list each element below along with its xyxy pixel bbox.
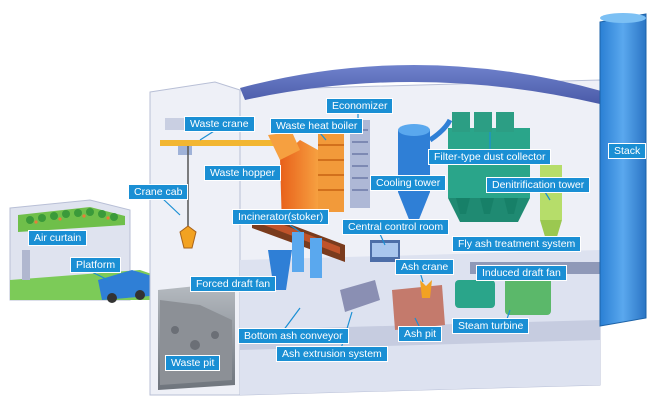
label-waste-crane: Waste crane	[184, 116, 255, 132]
label-bottom-ash-conveyor: Bottom ash conveyor	[238, 328, 349, 344]
label-economizer: Economizer	[326, 98, 394, 114]
label-incinerator: Incinerator(stoker)	[232, 209, 330, 225]
label-denitrification-tower: Denitrification tower	[486, 177, 591, 193]
label-waste-hopper: Waste hopper	[204, 165, 281, 181]
label-filter-dust-collector: Filter-type dust collector	[428, 149, 552, 165]
label-cooling-tower: Cooling tower	[370, 175, 447, 191]
label-induced-draft-fan: Induced draft fan	[476, 265, 567, 281]
label-waste-heat-boiler: Waste heat boiler	[270, 118, 364, 134]
label-central-control-room: Central control room	[342, 219, 450, 235]
label-steam-turbine: Steam turbine	[452, 318, 530, 334]
label-fly-ash-treatment: Fly ash treatment system	[452, 236, 582, 252]
label-platform: Platform	[70, 257, 122, 273]
stack-illustration	[599, 13, 647, 327]
boiler-illustration	[318, 120, 370, 212]
label-waste-pit: Waste pit	[165, 355, 221, 371]
dust-collector-illustration	[448, 112, 530, 222]
label-ash-crane: Ash crane	[395, 259, 455, 275]
label-air-curtain: Air curtain	[28, 230, 88, 246]
label-forced-draft-fan: Forced draft fan	[190, 276, 277, 292]
label-stack: Stack	[608, 143, 647, 159]
label-crane-cab: Crane cab	[128, 184, 189, 200]
label-ash-extrusion: Ash extrusion system	[276, 346, 388, 362]
label-ash-pit: Ash pit	[398, 326, 443, 342]
